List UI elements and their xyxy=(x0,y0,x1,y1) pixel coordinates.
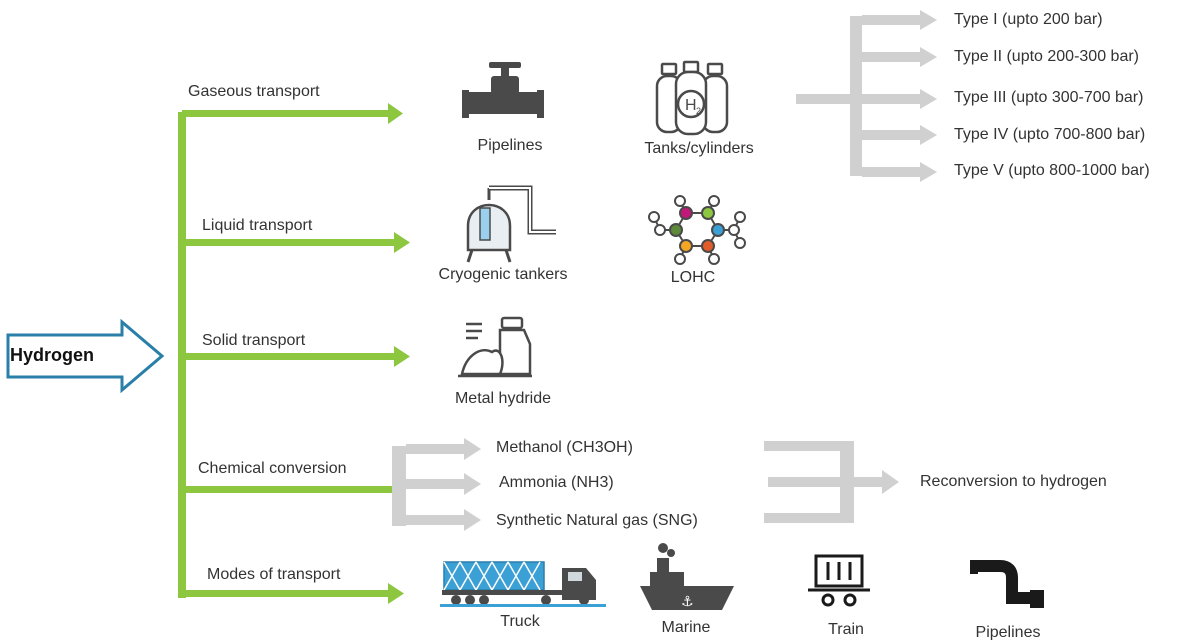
branch-arrow-gaseous xyxy=(182,103,403,124)
caption-metal-hydride: Metal hydride xyxy=(454,390,552,407)
reconversion-label: Reconversion to hydrogen xyxy=(920,473,1107,490)
chemical-fork-arrows xyxy=(392,438,481,531)
truck-icon xyxy=(440,561,606,607)
caption-tanks: Tanks/cylinders xyxy=(644,140,754,157)
branch-arrow-chemical xyxy=(182,486,394,493)
branch-label-chemical: Chemical conversion xyxy=(198,460,347,477)
pressure-type-1: Type I (upto 200 bar) xyxy=(954,11,1103,28)
branch-arrow-modes xyxy=(182,583,404,604)
caption-lohc: LOHC xyxy=(670,269,716,286)
branch-label-gaseous: Gaseous transport xyxy=(188,83,320,100)
caption-train: Train xyxy=(828,621,864,638)
h2-symbol: H xyxy=(685,97,697,114)
caption-marine: Marine xyxy=(661,619,711,636)
pressure-type-arrows xyxy=(796,10,937,182)
caption-pipelines-mode: Pipelines xyxy=(975,624,1041,640)
hydrogen-cylinders-icon xyxy=(655,60,729,136)
chemical-product-ammonia: Ammonia (NH3) xyxy=(499,474,614,491)
branch-label-solid: Solid transport xyxy=(202,332,306,349)
hydrogen-arrow xyxy=(6,318,165,394)
pressure-type-4: Type IV (upto 700-800 bar) xyxy=(954,126,1146,143)
metal-hydride-icon xyxy=(458,316,532,378)
pipeline-valve-icon xyxy=(462,62,544,118)
pipeline-bend-icon xyxy=(970,560,1044,608)
branch-arrow-solid xyxy=(182,346,410,367)
ship-icon xyxy=(640,543,734,610)
chemical-product-methanol: Methanol (CH3OH) xyxy=(496,439,633,456)
hydrogen-label: Hydrogen xyxy=(10,345,95,365)
reconversion-arrows xyxy=(764,441,899,523)
cryogenic-tank-icon xyxy=(466,185,556,263)
pressure-type-5: Type V (upto 800-1000 bar) xyxy=(954,162,1150,179)
lohc-molecule-icon xyxy=(648,195,746,265)
branch-label-liquid: Liquid transport xyxy=(202,217,313,234)
train-car-icon xyxy=(808,554,870,607)
caption-cryogenic: Cryogenic tankers xyxy=(438,266,568,283)
pressure-type-3: Type III (upto 300-700 bar) xyxy=(954,89,1144,106)
branch-label-modes: Modes of transport xyxy=(207,566,341,583)
pressure-type-2: Type II (upto 200-300 bar) xyxy=(954,48,1139,65)
branch-arrow-liquid xyxy=(182,232,410,253)
caption-pipelines: Pipelines xyxy=(477,137,543,154)
anchor-icon: ⚓ xyxy=(681,594,694,610)
h2-subscript: 2 xyxy=(696,106,701,116)
caption-truck: Truck xyxy=(500,613,540,630)
chemical-product-sng: Synthetic Natural gas (SNG) xyxy=(496,512,698,529)
